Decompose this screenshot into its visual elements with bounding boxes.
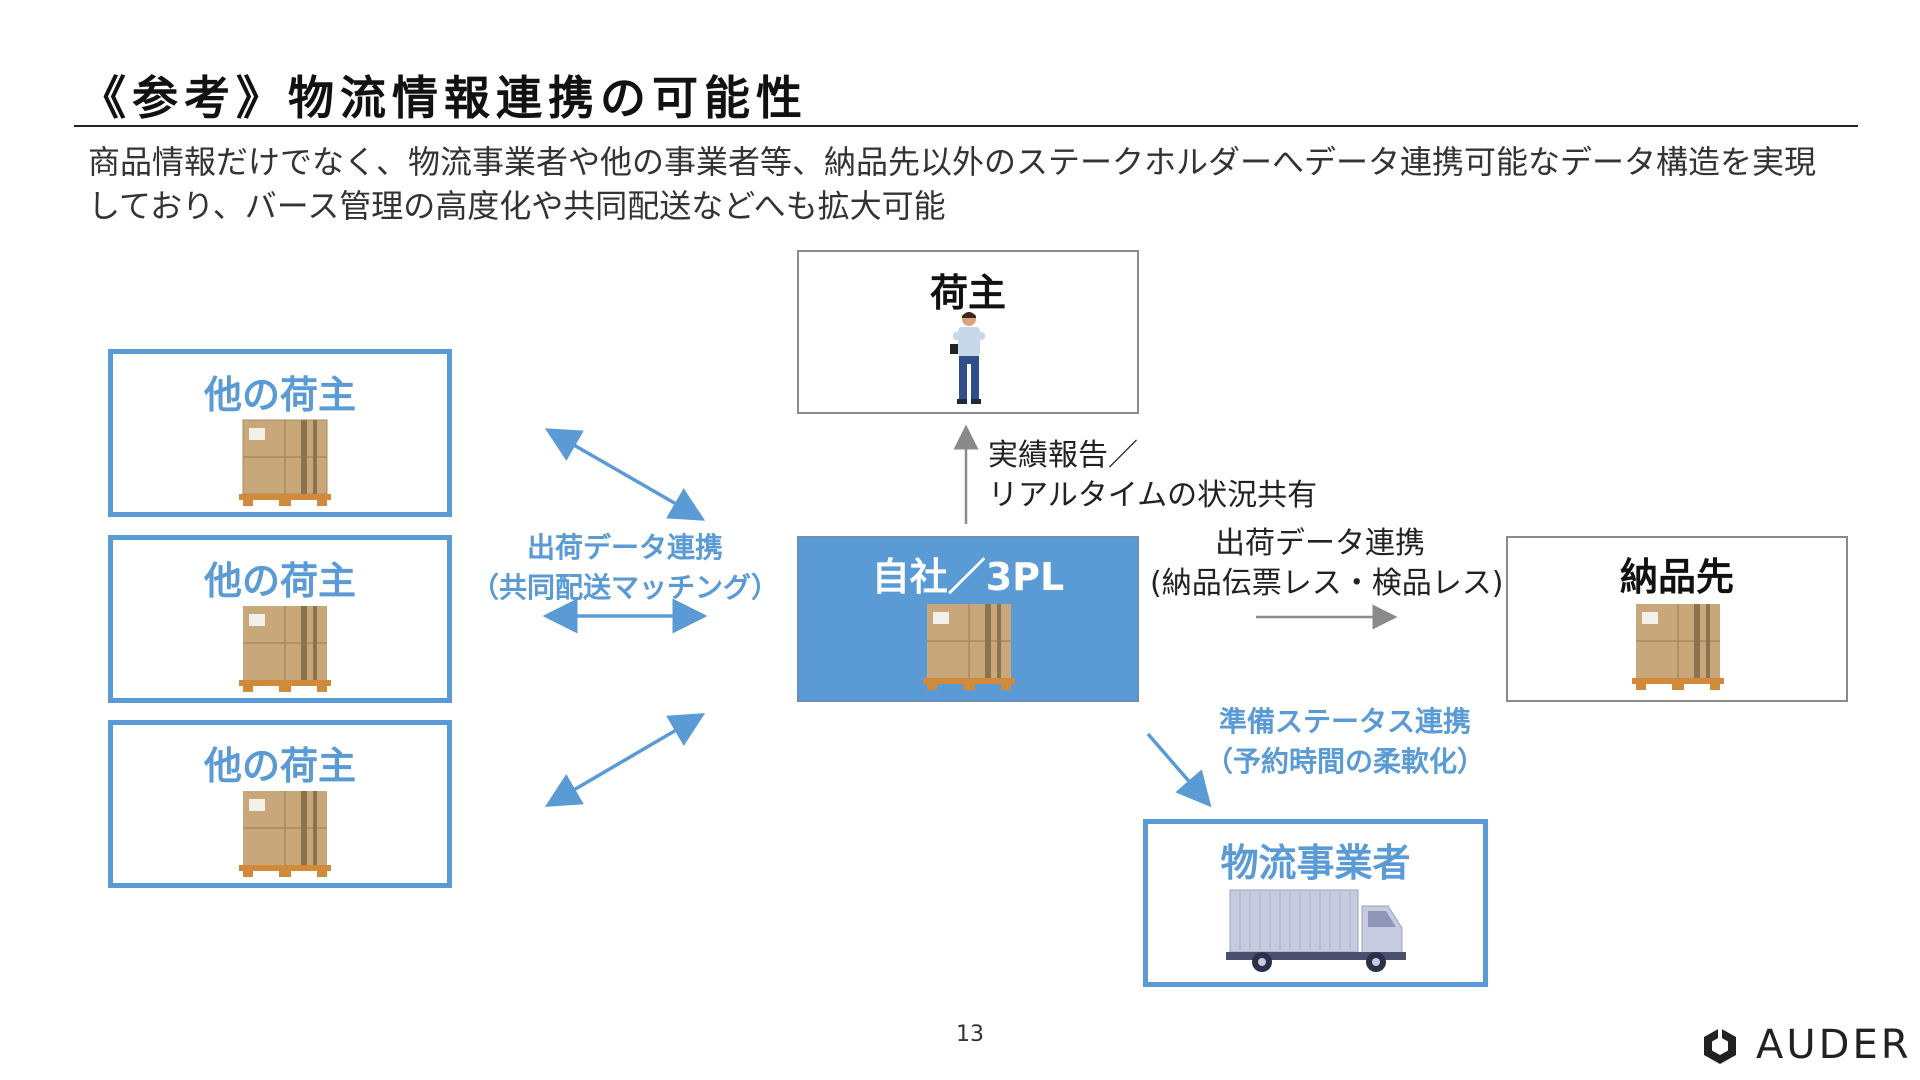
shared-shipping-label: 出荷データ連携 （共同配送マッチング） [470,528,780,608]
other-shipper-box-3: 他の荷主 [108,720,452,888]
other-shipper-box-2: 他の荷主 [108,535,452,703]
self-3pl-box: 自社／3PL [797,536,1139,702]
person-icon [950,312,985,404]
pallet-boxes-icon [239,606,331,692]
report-line1: 実績報告／ [988,438,1138,473]
report-label: 実績報告／ リアルタイムの状況共有 [988,436,1317,516]
prep-status-label: 準備ステータス連携 （予約時間の柔軟化） [1190,702,1500,782]
pallet-boxes-icon [239,791,331,877]
page-title: 《参考》物流情報連携の可能性 [80,71,808,125]
title-divider [74,125,1858,127]
link-arrow-upper [544,428,706,521]
shared-shipping-line1: 出荷データ連携 [526,531,723,564]
page-subtitle: 商品情報だけでなく、物流事業者や他の事業者等、納品先以外のステークホルダーへデー… [88,143,1817,225]
link-arrow-lower [544,713,706,807]
logo-text: AUDER [1756,1022,1912,1068]
pallet-boxes-icon [923,604,1015,690]
pallet-boxes-icon [239,419,331,506]
carrier-label: 物流事業者 [1220,841,1411,885]
prep-status-line2: （予約時間の柔軟化） [1204,745,1485,778]
other-shipper-box-1: 他の荷主 [108,349,452,517]
shared-shipping-line2: （共同配送マッチング） [470,571,779,604]
company-logo: AUDER [1700,1022,1909,1070]
destination-label: 納品先 [1619,555,1734,599]
other-shipper-label: 他の荷主 [203,373,356,417]
other-shipper-label: 他の荷主 [203,559,356,603]
self-3pl-label: 自社／3PL [871,555,1065,599]
delivery-label: 出荷データ連携 (納品伝票レス・検品レス) [1150,524,1504,604]
carrier-box: 物流事業者 [1143,819,1488,987]
shipper-box: 荷主 [797,250,1139,414]
other-shipper-label: 他の荷主 [203,744,356,788]
shipper-label: 荷主 [929,271,1006,315]
delivery-line1: 出荷データ連携 [1215,526,1425,561]
carrier-arrow [1146,732,1212,808]
page-number: 13 [956,1022,984,1047]
delivery-line2: (納品伝票レス・検品レス) [1150,566,1504,601]
prep-status-line1: 準備ステータス連携 [1218,705,1471,738]
destination-box: 納品先 [1506,536,1848,702]
truck-icon [1226,889,1406,972]
auder-logo-icon [1704,1028,1736,1064]
pallet-boxes-icon [1632,604,1724,690]
report-line2: リアルタイムの状況共有 [988,478,1318,513]
